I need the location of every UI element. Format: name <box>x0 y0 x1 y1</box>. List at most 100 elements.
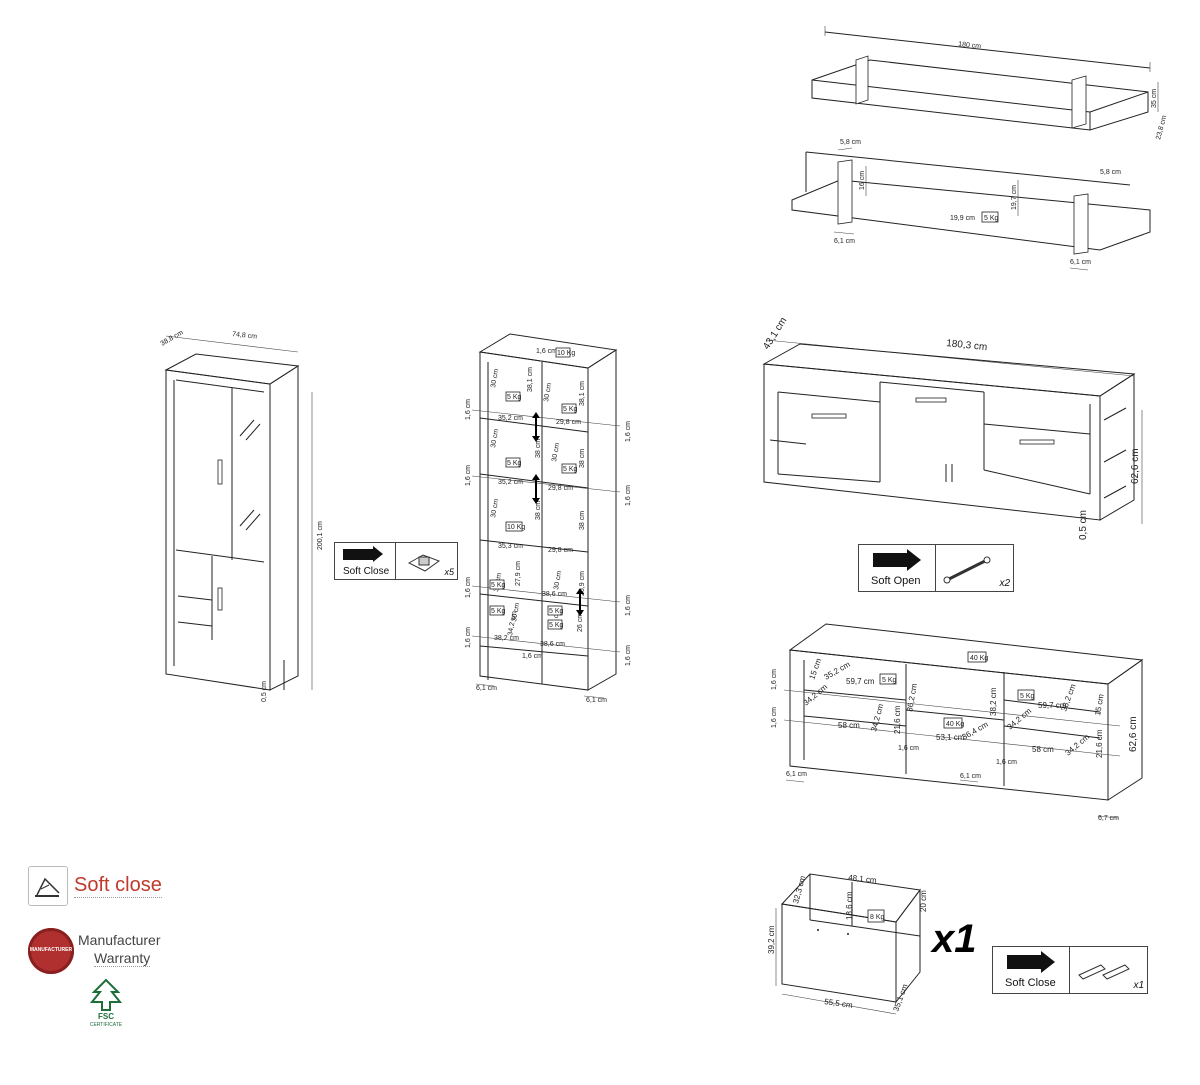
load-1: 5 Kg <box>563 406 578 413</box>
foot-left-label: 6,1 cm <box>834 238 855 245</box>
inner-right-7: 29,8 cm <box>548 547 573 554</box>
inner-right-13: 38,6 cm <box>540 641 565 648</box>
tv-left-6: 21,6 cm <box>893 705 902 734</box>
tv-right-4: 58 cm <box>1032 745 1054 754</box>
adjust-arrow-icon <box>532 412 584 616</box>
inner-left-12: 34,2 cm <box>507 610 518 636</box>
tv-height-label: 62,6 cm <box>1130 448 1141 484</box>
piston-count: x2 <box>999 578 1010 589</box>
inner-left-13: 38,2 cm <box>494 635 519 642</box>
soft-open-badge: Soft Open x2 <box>858 544 1014 592</box>
soft-close-badge: Soft Close x5 <box>334 542 458 580</box>
thk-right-1: 1,6 cm <box>625 421 632 442</box>
drawer-diagram: 8 Kg 48,1 cm 32,3 cm 18,6 cm 20 cm 39,2 … <box>767 873 977 1015</box>
fsc-tree-icon <box>89 978 123 1011</box>
load-2: 5 Kg <box>507 460 522 467</box>
warranty-line2: Warranty <box>94 950 151 967</box>
tv-left-4: 58 cm <box>838 721 860 730</box>
tv-mid-2: 53,1 cm <box>936 733 965 742</box>
load-3: 5 Kg <box>563 466 578 473</box>
tv-top-load: 40 Kg <box>970 655 988 662</box>
load-8: 5 Kg <box>549 622 564 629</box>
hinge-icon <box>407 554 441 572</box>
soft-close-legend-icon <box>28 866 68 906</box>
inner-right-1: 38,1 cm <box>579 381 586 406</box>
drawer-inner-h: 18,6 cm <box>845 891 854 920</box>
cabinet-interior: 1,6 cm 10 Kg 30 cm 38,1 cm 35,2 cm 30 cm… <box>465 333 632 704</box>
inner-right-0: 30 cm <box>543 382 553 402</box>
tv-left-5: 34,2 cm <box>869 702 885 732</box>
thk-right-3: 1,6 cm <box>625 595 632 616</box>
drawer-runner-icon <box>1078 964 1130 980</box>
inner-right-11: 30 cm <box>551 608 561 628</box>
bracket-width-left: 5,8 cm <box>840 139 861 146</box>
tv-plinth-label: 0,5 cm <box>1078 510 1089 540</box>
load-4: 10 Kg <box>507 524 525 531</box>
tv-foot-right: 6,7 cm <box>1098 815 1119 822</box>
tv-mid-1: 38,2 cm <box>989 687 998 716</box>
inner-right-5: 29,8 cm <box>548 485 573 492</box>
runner-count: x1 <box>1133 980 1144 991</box>
shelf-load-label: 5 Kg <box>984 215 999 222</box>
inner-left-10: 27,9 cm <box>515 561 522 586</box>
shelf-depth-label: 23,8 cm <box>1155 114 1168 140</box>
gap-height-label: 19,7 cm <box>1011 185 1018 210</box>
tv-right-0: 59,7 cm <box>1038 701 1067 710</box>
inner-right-4: 38 cm <box>579 449 586 468</box>
tv-unit-interior: 40 Kg 1,6 cm 1,6 cm 15 cm 35,2 cm 59,7 c… <box>771 623 1144 822</box>
inner-left-8: 35,3 cm <box>498 543 523 550</box>
thk-right-4: 1,6 cm <box>625 645 632 666</box>
soft-close-label-2: Soft Close <box>1005 977 1056 989</box>
inner-left-7: 38 cm <box>535 501 542 520</box>
tv-right-1: 36,2 cm <box>1059 683 1077 713</box>
tv-thk-left-1: 1,6 cm <box>771 669 778 690</box>
cabinet-exterior: 74,8 cm 38,8 cm 200,1 cm 0,5 cm <box>160 329 325 702</box>
cabinet-depth-label: 38,8 cm <box>160 329 185 348</box>
thk-left-1: 1,6 cm <box>465 399 472 420</box>
soft-close-badge-drawer: Soft Close x1 <box>992 946 1148 994</box>
drawer-width-top: 48,1 cm <box>848 873 878 885</box>
cabinet-height-label: 200,1 cm <box>317 521 324 550</box>
top-gap-label: 1,6 cm <box>536 348 557 355</box>
tv-width-label: 180,3 cm <box>946 338 988 353</box>
tv-left-2: 59,7 cm <box>846 677 875 686</box>
soft-close-label: Soft Close <box>343 566 390 577</box>
tv-thk-left-2: 1,6 cm <box>771 707 778 728</box>
tv-load-2: 5 Kg <box>1020 693 1035 700</box>
bottom-gap-label: 1,6 cm <box>522 653 543 660</box>
soft-open-label: Soft Open <box>871 575 921 587</box>
inner-left-4: 38 cm <box>535 439 542 458</box>
wall-shelf-view-2: 5,8 cm 5,8 cm 16 cm 19,7 cm 19,9 cm 5 Kg… <box>791 139 1151 271</box>
drawer-depth: 32,3 cm <box>791 874 807 904</box>
inner-right-12: 26 cm <box>577 613 584 632</box>
tv-unit-exterior: 180,3 cm 43,1 cm 62,6 cm 0,5 cm <box>761 316 1143 540</box>
tv-inner-height: 62,6 cm <box>1128 716 1139 752</box>
soft-close-icon <box>343 549 373 560</box>
drawer-height-l: 39,2 cm <box>767 925 776 954</box>
soft-open-icon <box>873 553 907 567</box>
inner-right-10: 38,6 cm <box>542 591 567 598</box>
wall-shelf-view-1: 180 cm 35 cm 23,8 cm <box>811 26 1168 141</box>
tv-right-2: 15 cm <box>1093 693 1106 716</box>
tv-load-1: 40 Kg <box>946 721 964 728</box>
inner-right-3: 30 cm <box>551 442 561 462</box>
tv-right-6: 21,6 cm <box>1095 729 1104 758</box>
bracket-width-right: 5,8 cm <box>1100 169 1121 176</box>
fsc-legend: FSC CERTIFICATE <box>86 978 126 1028</box>
thk-left-3: 1,6 cm <box>465 577 472 598</box>
warranty-line1: Manufacturer <box>78 932 161 948</box>
tv-foot-mid: 6,1 cm <box>960 773 981 780</box>
inner-right-2: 29,8 cm <box>556 419 581 426</box>
load-7: 5 Kg <box>491 582 506 589</box>
shelf-width-label: 180 cm <box>958 41 982 50</box>
drawer-load: 8 Kg <box>870 914 885 921</box>
fsc-sub: CERTIFICATE <box>89 1022 123 1028</box>
tv-mid-3: 36,4 cm <box>961 720 990 742</box>
inner-right-8: 30 cm <box>553 570 563 590</box>
gas-piston-icon <box>943 556 991 584</box>
tv-mid-0: 36,2 cm <box>905 682 919 712</box>
cabinet-width-label: 74,8 cm <box>232 331 258 341</box>
drawer-multiplier: x1 <box>930 917 977 961</box>
hinge-count: x5 <box>444 567 454 577</box>
inner-left-5: 35,2 cm <box>498 479 523 486</box>
